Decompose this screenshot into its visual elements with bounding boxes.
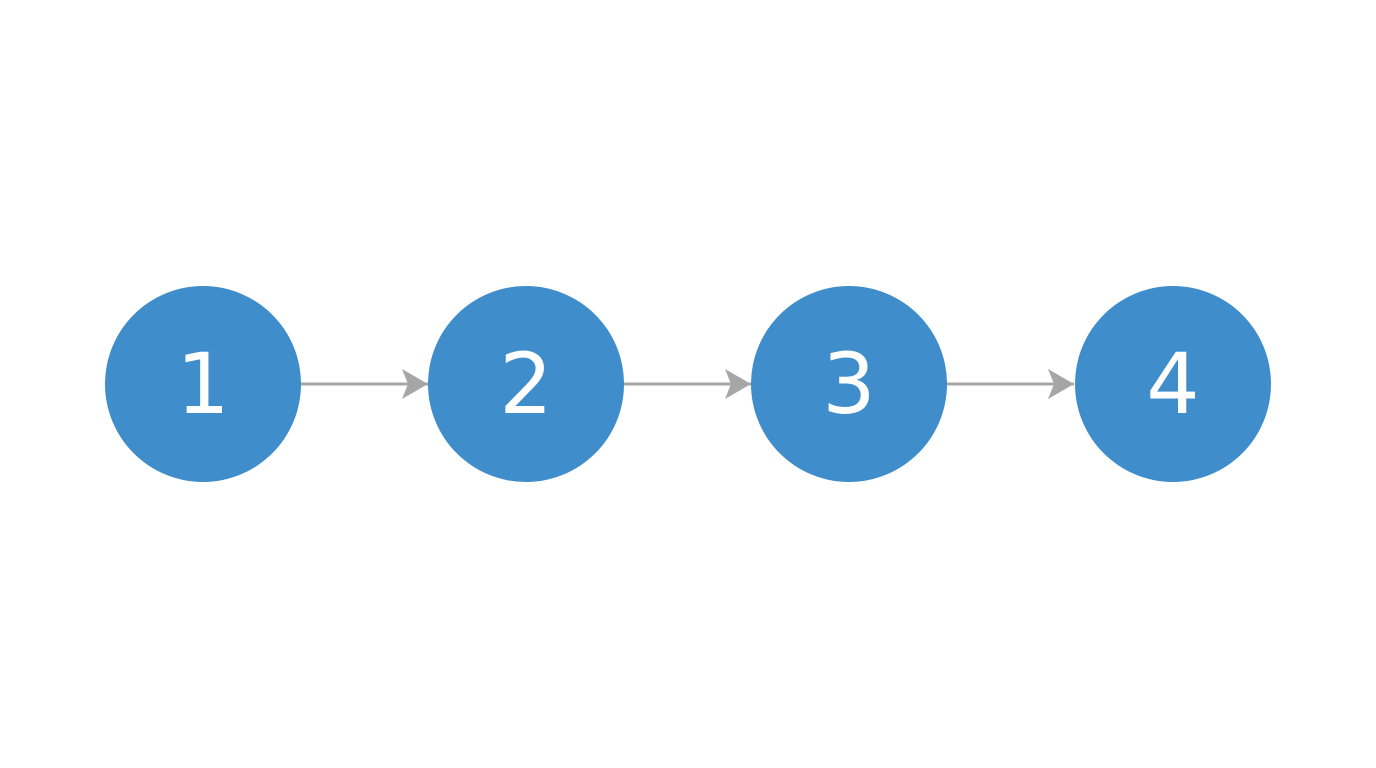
step-label: 2 <box>499 335 552 433</box>
arrowhead-icon <box>725 369 751 399</box>
arrowhead-icon <box>402 369 428 399</box>
step-4: 4 <box>1075 286 1271 482</box>
arrowhead-icon <box>1048 369 1074 399</box>
step-label: 1 <box>176 335 229 433</box>
step-circle <box>105 286 301 482</box>
step-2: 2 <box>428 286 624 482</box>
step-1: 1 <box>105 286 301 482</box>
step-circle <box>1075 286 1271 482</box>
connectors <box>300 369 1074 399</box>
step-circle <box>751 286 947 482</box>
step-3: 3 <box>751 286 947 482</box>
step-label: 4 <box>1146 335 1199 433</box>
step-circle <box>428 286 624 482</box>
step-label: 3 <box>822 335 875 433</box>
